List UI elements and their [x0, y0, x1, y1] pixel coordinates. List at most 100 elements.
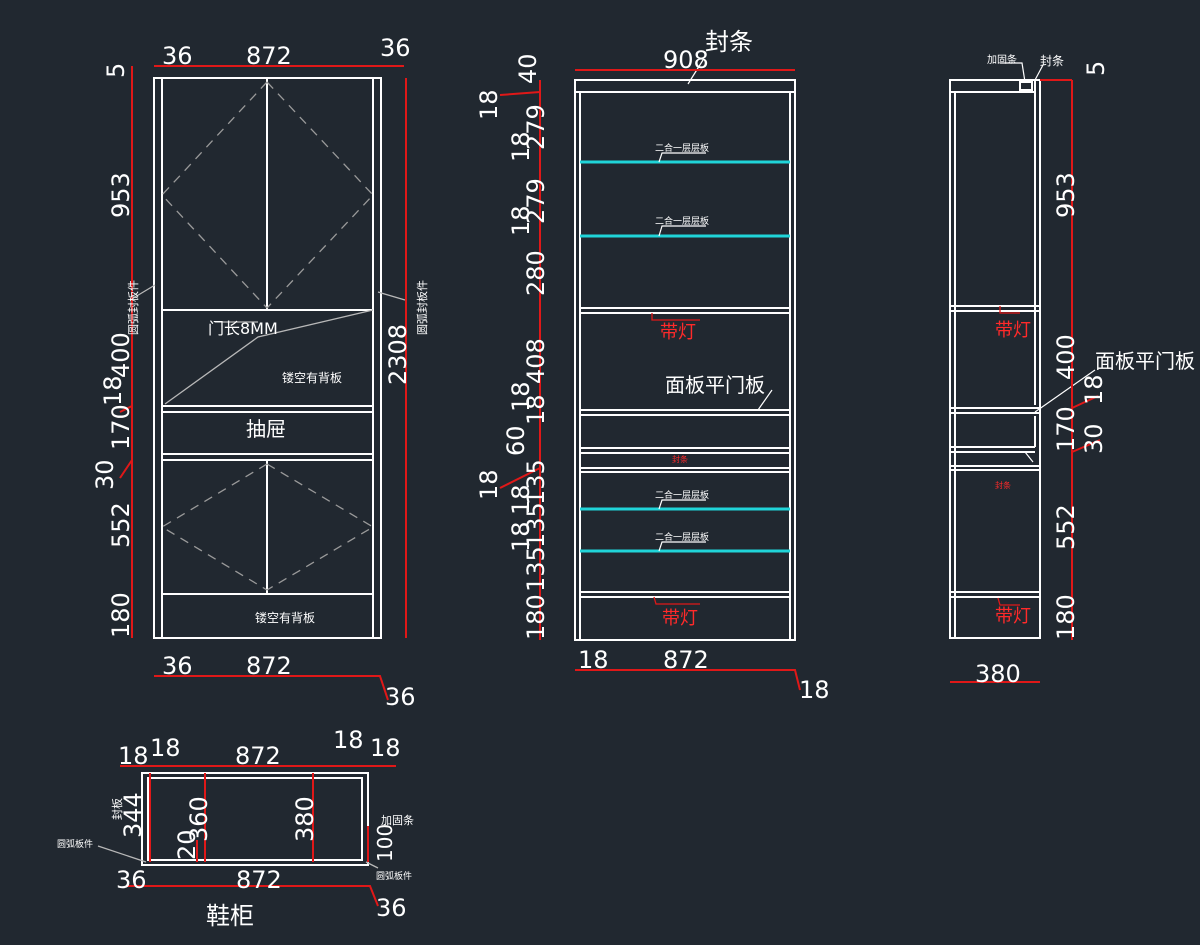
open-back-lower: 镂空有背板 — [255, 611, 315, 625]
side-panel-label: 面板平门板 — [1095, 349, 1195, 373]
section-top-label: 封条 — [705, 28, 753, 56]
plan-inner — [147, 777, 363, 861]
sec-dim-12: 18 — [475, 469, 503, 500]
front-left-dim-3: 400 — [107, 332, 135, 378]
plan-top-dim-1: 18 — [118, 742, 149, 770]
light-leader-2 — [653, 596, 700, 605]
front-total-height: 2308 — [384, 324, 412, 385]
sec-dim-10: 18 — [522, 394, 550, 425]
front-left-dim-7: 552 — [107, 502, 135, 548]
sec-bottom-dim-2: 872 — [663, 646, 709, 674]
side-bottom-dim: 380 — [975, 660, 1021, 688]
side-tick-1 — [1071, 395, 1099, 409]
plan-inner-380: 380 — [291, 796, 319, 842]
plan-top-dim-3: 872 — [235, 742, 281, 770]
sec-dim-14: 18 — [507, 484, 535, 515]
front-bottom-dim-line — [154, 675, 389, 701]
plan-top-dim-5: 18 — [370, 734, 401, 762]
lower-right-swing — [266, 463, 375, 591]
sec-dim-17: 135 — [522, 546, 550, 592]
sec-dim-16: 18 — [507, 521, 535, 552]
sec-dim-2: 18 — [475, 89, 503, 120]
sec-dim-8: 408 — [522, 338, 550, 384]
side-top-label-1: 加固条 — [987, 53, 1017, 66]
sec-dim-18: 180 — [522, 594, 550, 640]
shelf-label-2: 二合一层层板 — [655, 215, 709, 227]
plan-top-dim-4: 18 — [333, 726, 364, 754]
front-left-dim-5: 170 — [107, 404, 135, 450]
shelf-label-4: 二合一层层板 — [655, 531, 709, 543]
plan-inner-344: 344 — [119, 792, 147, 838]
side-dim-1: 5 — [1082, 61, 1110, 76]
sec-dim-9: 18 — [507, 381, 535, 412]
front-top-dim-3: 36 — [380, 34, 411, 62]
sec-dim-11: 60 — [502, 425, 530, 456]
sec-dim-1: 40 — [514, 53, 542, 84]
side-dim-2: 953 — [1052, 172, 1080, 218]
side-drawer-hint — [1024, 451, 1034, 463]
plan-top-dim-2: 18 — [150, 734, 181, 762]
side-dim-5: 170 — [1052, 406, 1080, 452]
side-top-leader-1 — [1000, 62, 1026, 83]
front-bottom-dim-1: 36 — [162, 652, 193, 680]
sec-bottom-dim-3: 18 — [799, 676, 830, 704]
front-bottom-dim-3: 36 — [385, 683, 416, 711]
strip-label: 封条 — [672, 454, 688, 464]
leader-right — [377, 291, 406, 301]
sec-dim-5: 279 — [522, 178, 550, 224]
plan-title: 鞋柜 — [206, 902, 254, 930]
plan-right-label: 加固条 — [381, 813, 414, 827]
tick-2 — [119, 459, 133, 479]
section-view: 封条 908 40 18 279 18 279 18 280 408 18 18… — [475, 28, 830, 704]
side-light-leader-2 — [997, 597, 1020, 606]
side-view: 加固条 封条 5 953 400 18 170 30 552 180 带灯 带灯… — [949, 53, 1195, 688]
shelf-leader-2 — [658, 225, 706, 237]
tick-1 — [119, 405, 133, 413]
sec-dim-4: 18 — [507, 131, 535, 162]
door-length-note: 门长8MM — [208, 319, 278, 338]
light-label-1: 带灯 — [660, 322, 696, 343]
front-top-dim-2: 872 — [246, 42, 292, 70]
side-panel-leader — [1034, 369, 1096, 413]
plan-inner-20: 20 — [173, 829, 201, 860]
sec-dim-3: 279 — [522, 104, 550, 150]
section-tick-1 — [499, 91, 541, 96]
upper-left-swing — [161, 81, 268, 309]
side-dim-8: 180 — [1052, 594, 1080, 640]
front-left-dim-6: 30 — [91, 459, 119, 490]
front-bottom-dim-2: 872 — [246, 652, 292, 680]
section-cut-line — [164, 309, 374, 405]
shelf-label-1: 二合一层层板 — [655, 142, 709, 154]
side-outline — [949, 79, 1041, 639]
plan-arc-right: 圆弧板件 — [376, 870, 412, 882]
section-outline — [574, 79, 796, 641]
light-label-2: 带灯 — [662, 608, 698, 629]
lower-left-swing — [160, 463, 268, 591]
side-tick-2 — [1071, 439, 1101, 453]
front-top-dim-1: 36 — [162, 42, 193, 70]
side-dim-3: 400 — [1052, 334, 1080, 380]
side-light-1: 带灯 — [995, 320, 1031, 341]
side-reinforce — [1019, 81, 1033, 91]
section-top-dim: 908 — [663, 46, 709, 74]
sec-bottom-dim-1: 18 — [578, 646, 609, 674]
front-left-dim-8: 180 — [107, 592, 135, 638]
plan-leader-left — [97, 845, 147, 863]
shelf-leader-4 — [658, 541, 706, 552]
plan-leader-right — [365, 861, 379, 869]
front-left-dim-1: 5 — [102, 63, 130, 78]
sec-dim-7: 280 — [522, 250, 550, 296]
plan-view: 18 18 872 18 18 344 360 20 380 100 封板 圆弧… — [57, 726, 414, 930]
plan-bottom-dim-2: 872 — [236, 866, 282, 894]
plan-left-label: 封板 — [110, 798, 124, 820]
shelf-leader-3 — [658, 499, 706, 510]
front-left-dim-2: 953 — [107, 172, 135, 218]
section-bottom-dim-line — [575, 669, 801, 691]
plan-bottom-dim-1: 36 — [116, 866, 147, 894]
panel-leader — [757, 389, 773, 411]
light-leader-1 — [651, 313, 700, 321]
side-light-leader-1 — [999, 306, 1020, 314]
shelf-leader-1 — [658, 152, 706, 163]
side-light-2: 带灯 — [995, 606, 1031, 627]
